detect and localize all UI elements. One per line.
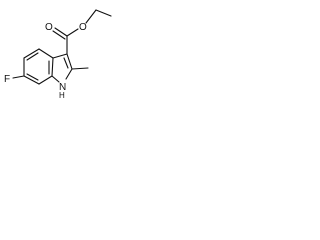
bond-c7a-c7 <box>38 75 53 85</box>
bond-c7-c6 <box>23 75 40 85</box>
bond-carbonyl-o-double-b <box>52 30 66 40</box>
pyrrole-ring <box>51 53 73 83</box>
carbonyl-oxygen-label: O <box>45 22 53 33</box>
bond-c3a-c7a <box>51 57 54 77</box>
bond-c2-n1 <box>65 68 73 80</box>
bond-c3-c2 <box>66 53 73 70</box>
bond-c3a-c3 <box>52 53 68 59</box>
bond-c4-c3a <box>38 48 54 59</box>
bond-carbonyl-o-double-a <box>54 27 68 37</box>
ester-group <box>52 9 112 55</box>
bond-ester-o-ch2 <box>85 9 97 24</box>
bond-carbonyl-ester-o <box>66 28 79 37</box>
bond-inner-c5-c4 <box>26 52 39 61</box>
bond-inner-c7-c6 <box>26 73 39 81</box>
nh-nitrogen-label: N <box>59 82 66 93</box>
bond-c2-methyl <box>71 67 89 70</box>
bond-n1-c7a <box>51 75 60 83</box>
bond-c6-fluorine <box>12 75 25 79</box>
fluorine-label: F <box>4 74 10 85</box>
bond-inner-c3-c2 <box>63 57 69 69</box>
molecule-canvas: O O F N H <box>0 0 126 100</box>
structure-diagram: O O F N H <box>4 9 112 100</box>
bond-ch2-ch3 <box>95 9 112 17</box>
nh-hydrogen-label: H <box>59 91 65 100</box>
bond-c5-c4 <box>23 48 40 59</box>
ester-oxygen-label: O <box>79 22 87 33</box>
benzene-ring <box>23 48 54 85</box>
